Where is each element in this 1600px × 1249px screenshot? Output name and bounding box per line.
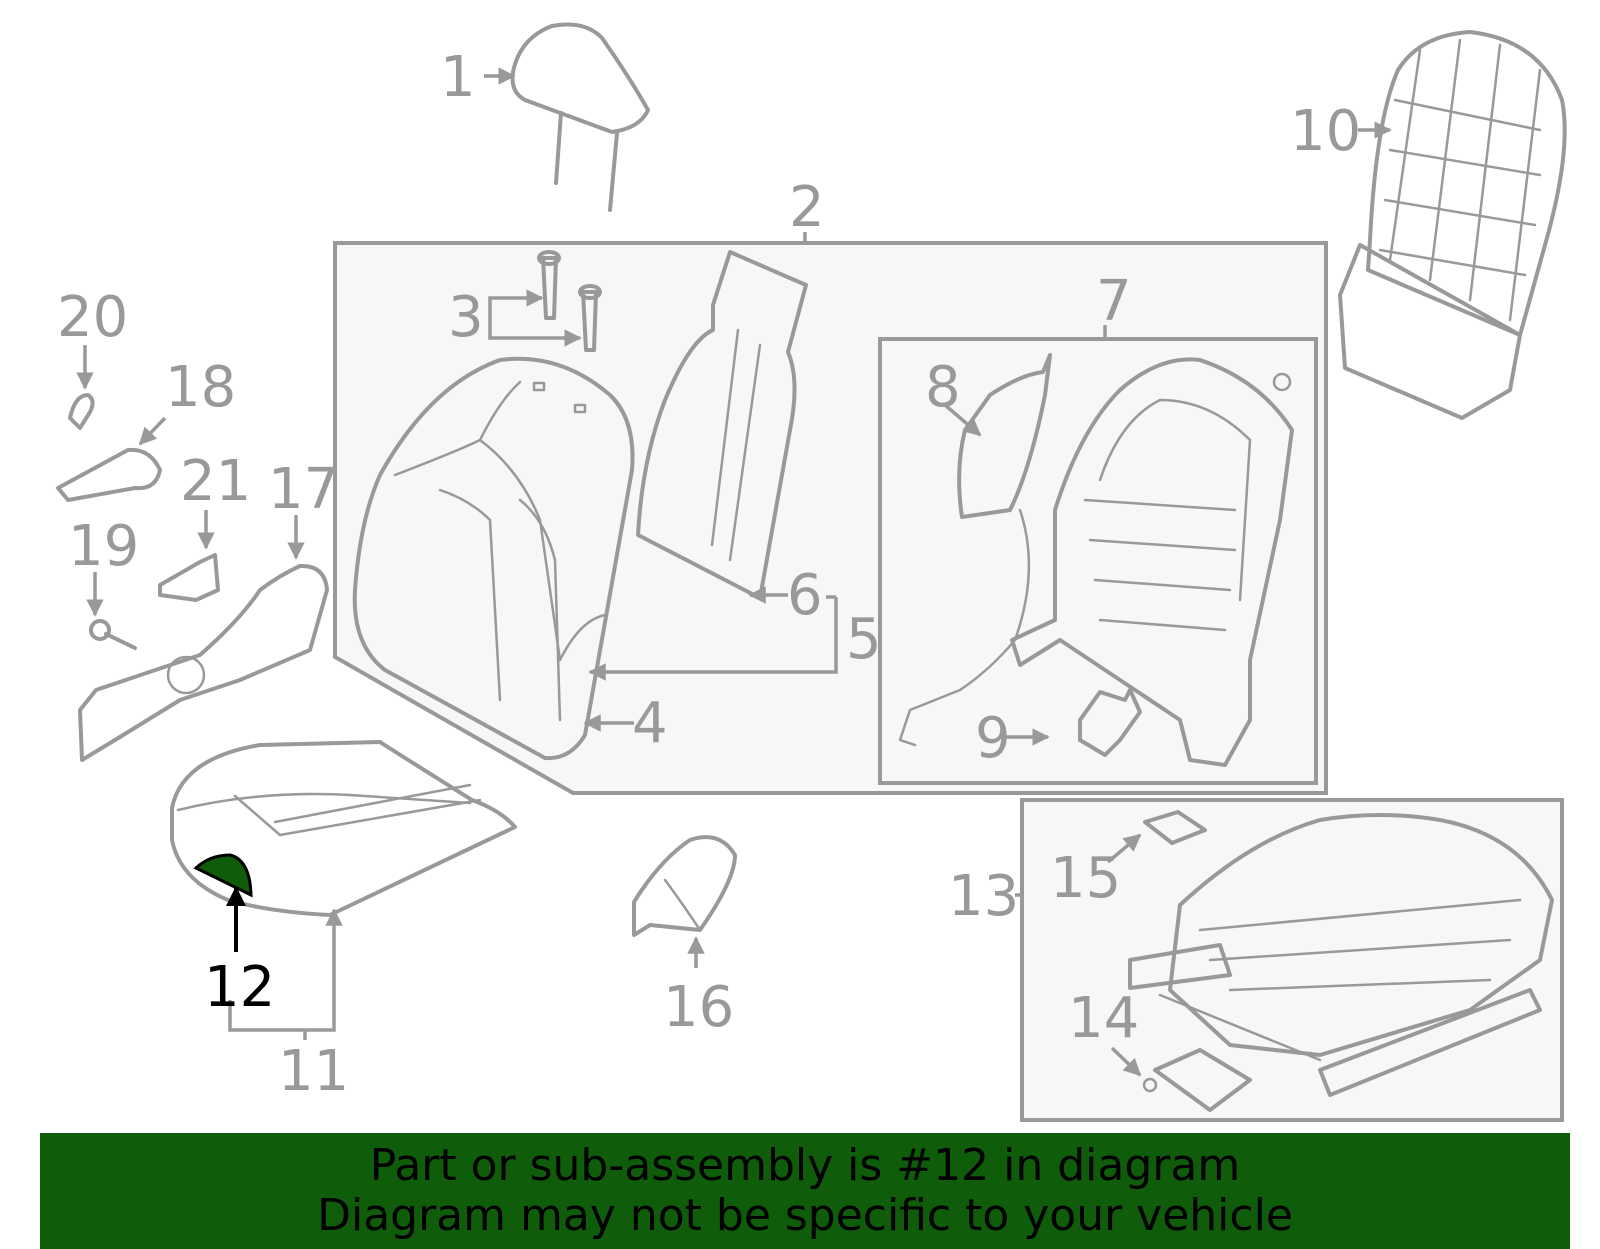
leader-8 xyxy=(943,403,982,437)
callout-7: 7 xyxy=(1096,269,1132,334)
seat-back-pad-part[interactable] xyxy=(636,250,808,600)
seat-control-module-part[interactable] xyxy=(1142,1048,1252,1112)
seat-cushion-cover-part[interactable] xyxy=(170,740,517,917)
mounting-screw-part[interactable] xyxy=(89,619,137,650)
callout-9: 9 xyxy=(975,706,1011,771)
seat-back-cover-part[interactable] xyxy=(352,356,635,761)
leader-15 xyxy=(1106,833,1142,864)
leader-18 xyxy=(138,416,167,446)
recliner-lever-part[interactable] xyxy=(56,447,162,502)
leader-3b xyxy=(488,318,582,347)
occupant-sensor-part[interactable] xyxy=(1143,810,1207,845)
side-trim-cover-part[interactable] xyxy=(632,835,737,937)
frame-bracket-part[interactable] xyxy=(1078,688,1142,757)
callout-13: 13 xyxy=(948,864,1019,929)
callout-2: 2 xyxy=(789,175,825,240)
callout-12: 12 xyxy=(204,955,275,1020)
callout-11: 11 xyxy=(278,1039,349,1104)
seat-back-board-part[interactable] xyxy=(1338,30,1567,420)
headrest-guide-part[interactable] xyxy=(537,250,602,352)
callout-21: 21 xyxy=(180,449,251,514)
callout-8: 8 xyxy=(925,355,961,420)
lever-cover-part[interactable] xyxy=(158,553,220,602)
leader-5 xyxy=(588,597,838,681)
callout-15: 15 xyxy=(1050,846,1121,911)
leader-14 xyxy=(1110,1046,1142,1077)
seat-track-frame-part[interactable] xyxy=(1128,813,1554,1097)
banner-line-disclaimer: Diagram may not be specific to your vehi… xyxy=(317,1190,1293,1241)
callout-18: 18 xyxy=(165,355,236,420)
callout-17: 17 xyxy=(268,457,339,522)
callout-16: 16 xyxy=(663,975,734,1040)
side-shield-part[interactable] xyxy=(78,563,329,762)
banner-line-part-number: Part or sub-assembly is #12 in diagram xyxy=(369,1140,1241,1191)
leader-3a xyxy=(488,289,544,318)
callout-10: 10 xyxy=(1290,99,1361,164)
part-info-banner: Part or sub-assembly is #12 in diagram D… xyxy=(40,1133,1570,1249)
headrest-part[interactable] xyxy=(510,22,650,212)
callout-20: 20 xyxy=(57,285,128,350)
retaining-clip-part[interactable] xyxy=(68,393,95,430)
callout-5: 5 xyxy=(846,607,882,672)
seat-cushion-pad-highlight[interactable] xyxy=(193,853,253,898)
leader-11 xyxy=(228,908,343,1032)
callout-6: 6 xyxy=(787,563,823,628)
callout-1: 1 xyxy=(440,45,476,110)
callout-4: 4 xyxy=(632,691,668,756)
seat-back-frame-part[interactable] xyxy=(1010,357,1294,767)
callout-19: 19 xyxy=(68,514,139,579)
track-assembly-box xyxy=(1020,798,1564,1122)
callout-3: 3 xyxy=(448,285,484,350)
callout-14: 14 xyxy=(1068,986,1139,1051)
